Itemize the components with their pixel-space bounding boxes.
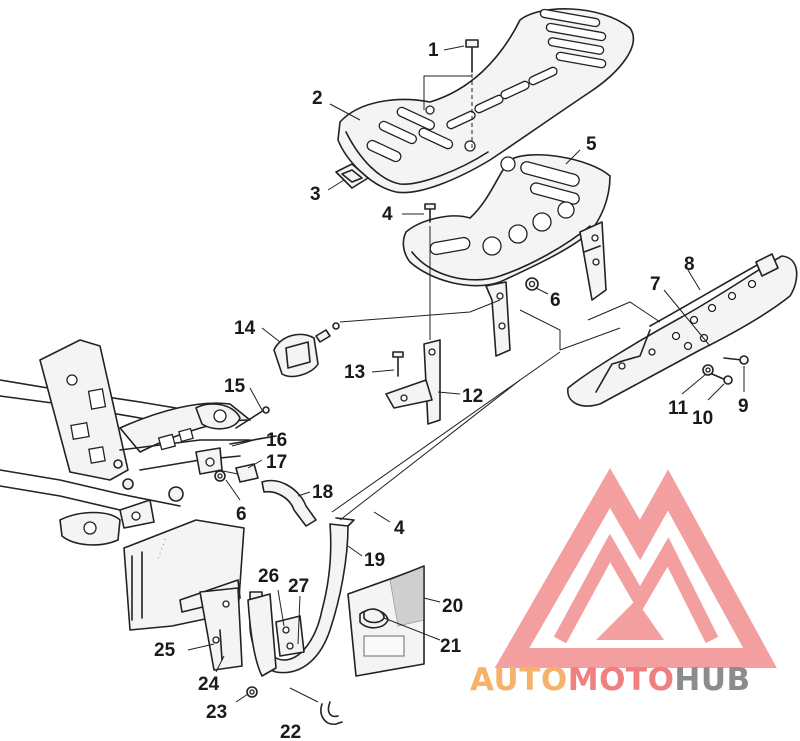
u-clamp bbox=[289, 687, 343, 726]
lower-washer bbox=[246, 686, 258, 698]
bumper-bolt bbox=[711, 355, 749, 385]
footrest-plate bbox=[337, 8, 635, 194]
mounting-bracket bbox=[402, 154, 611, 357]
rear-bumper bbox=[567, 253, 798, 407]
lower-bracket bbox=[247, 593, 305, 677]
callout-2: 2 bbox=[312, 88, 323, 109]
callout-11: 11 bbox=[668, 398, 689, 419]
callout-27: 27 bbox=[288, 576, 309, 597]
callout-1: 1 bbox=[428, 40, 439, 61]
callout-9: 9 bbox=[738, 396, 749, 417]
hose bbox=[261, 479, 317, 527]
callout-20: 20 bbox=[442, 596, 463, 617]
callout-4: 4 bbox=[382, 204, 393, 225]
callout-14: 14 bbox=[234, 318, 256, 339]
bolt-bracket bbox=[424, 203, 436, 223]
assembly-guide-lines bbox=[331, 226, 661, 521]
linkage-nut bbox=[214, 470, 226, 482]
callout-17: 17 bbox=[266, 452, 287, 473]
callout-10: 10 bbox=[692, 408, 713, 429]
watermark-word-moto: MOTO bbox=[568, 662, 675, 698]
callout-18: 18 bbox=[312, 482, 333, 503]
lower-plate bbox=[199, 587, 243, 671]
callout-15: 15 bbox=[224, 376, 246, 397]
support-bracket bbox=[385, 339, 441, 425]
watermark-word-hub: HUB bbox=[674, 662, 750, 698]
reflector bbox=[335, 163, 369, 189]
linkage-sleeve bbox=[217, 463, 259, 483]
callout-21: 21 bbox=[440, 636, 462, 657]
callout-8: 8 bbox=[684, 254, 695, 275]
mud-flap bbox=[347, 565, 425, 677]
bolt-top bbox=[423, 39, 479, 150]
vehicle-frame bbox=[0, 339, 251, 546]
footrest-slots bbox=[366, 8, 607, 163]
callout-leaders bbox=[187, 45, 745, 703]
callout-6b: 6 bbox=[236, 504, 247, 525]
callout-24: 24 bbox=[198, 674, 220, 695]
callout-25: 25 bbox=[154, 640, 176, 661]
callout-26: 26 bbox=[258, 566, 279, 587]
watermark-text: AUTOMOTOHUB bbox=[470, 662, 751, 698]
watermark-word-auto: AUTO bbox=[470, 662, 568, 698]
callout-13: 13 bbox=[344, 362, 365, 383]
callout-16: 16 bbox=[266, 430, 287, 451]
lower-bolt bbox=[219, 629, 223, 661]
callout-labels: 1 2 3 4 5 6 7 8 9 10 11 12 13 14 15 16 1… bbox=[154, 40, 749, 741]
tail-light bbox=[273, 322, 340, 378]
callout-22: 22 bbox=[280, 722, 301, 741]
callout-3: 3 bbox=[310, 184, 321, 205]
mud-flap-clip bbox=[363, 608, 441, 641]
bumper-washer bbox=[702, 364, 714, 376]
callout-6: 6 bbox=[550, 290, 561, 311]
watermark-logo bbox=[494, 467, 777, 668]
nut-bracket bbox=[525, 277, 539, 291]
callout-4b: 4 bbox=[394, 518, 405, 539]
callout-19: 19 bbox=[364, 550, 385, 571]
callout-12: 12 bbox=[462, 386, 483, 407]
svg-text:AUTOMOTOHUB: AUTOMOTOHUB bbox=[470, 662, 751, 698]
linkage-bolt bbox=[235, 406, 270, 429]
callout-7: 7 bbox=[650, 274, 661, 295]
callout-5: 5 bbox=[586, 134, 597, 155]
callout-23: 23 bbox=[206, 702, 227, 723]
